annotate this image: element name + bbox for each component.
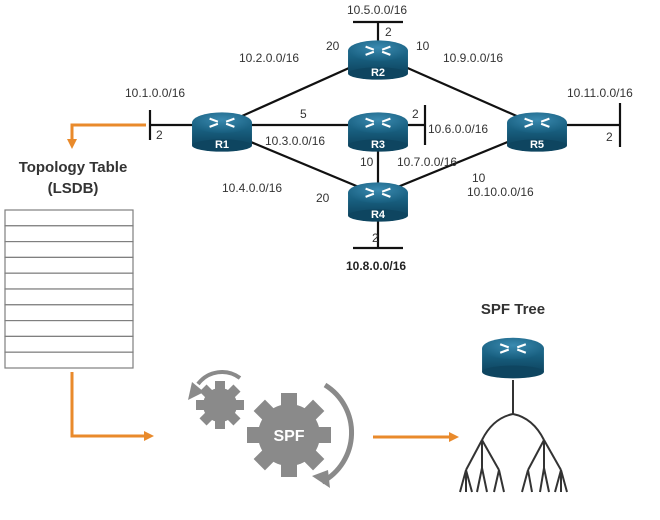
net-10-7: 10.7.0.0/16: [397, 155, 457, 169]
lsdb-rows: [4, 209, 134, 369]
net-10-3: 10.3.0.0/16: [265, 134, 325, 148]
small-gear-arrowhead-icon: [188, 382, 204, 400]
lsdb-row: [4, 209, 134, 227]
net-10-9: 10.9.0.0/16: [443, 51, 503, 65]
network-labels: 10.5.0.0/16 10.2.0.0/16 10.9.0.0/16 10.1…: [125, 3, 633, 273]
cost-r2-r5: 10: [416, 39, 430, 53]
spf-gears: SPF: [188, 370, 355, 488]
router-r1: R1: [191, 111, 253, 152]
small-gear-rotation-arc: [196, 370, 242, 386]
cost-r3-right: 2: [412, 107, 419, 121]
cost-r4-bottom: 2: [372, 231, 379, 245]
spf-tree: SPF Tree: [459, 301, 568, 493]
big-gear-arrowhead-icon: [312, 470, 330, 488]
lsdb-to-spf-arrow: [70, 372, 154, 441]
lsdb-row: [4, 272, 134, 290]
cost-r1-r3: 5: [300, 107, 307, 121]
cost-r1-left: 2: [156, 128, 163, 142]
lsdb-row: [4, 241, 134, 259]
spf-gear-label: SPF: [273, 428, 304, 445]
net-10-10: 10.10.0.0/16: [467, 185, 534, 199]
spf-gear-icon: SPF: [247, 393, 331, 477]
small-gear-icon: [196, 381, 244, 429]
router-r4: R4: [347, 181, 409, 222]
lsdb-input-arrow: [67, 123, 146, 149]
net-10-8: 10.8.0.0/16: [346, 259, 406, 273]
lsdb-row: [4, 256, 134, 274]
cost-r1-r4: 20: [316, 191, 330, 205]
net-10-6: 10.6.0.0/16: [428, 122, 488, 136]
router-r5: R5: [506, 111, 568, 152]
router-r1-label: R1: [215, 139, 229, 151]
lsdb-row: [4, 335, 134, 353]
topology-table-title: Topology Table: [19, 159, 128, 176]
router-r3-label: R3: [371, 139, 385, 151]
router-r2-label: R2: [371, 67, 385, 79]
lsdb-row: [4, 304, 134, 322]
cost-r3-r4: 10: [360, 155, 374, 169]
big-gear-rotation-arc: [320, 382, 355, 485]
net-10-5: 10.5.0.0/16: [347, 3, 407, 17]
net-10-2: 10.2.0.0/16: [239, 51, 299, 65]
cost-r2-top: 2: [385, 25, 392, 39]
cost-r4-r5: 10: [472, 171, 486, 185]
lsdb-row: [4, 288, 134, 306]
router-r4-label: R4: [371, 209, 386, 221]
router-r2: R2: [347, 39, 409, 80]
link-costs: 2 20 10 5 2 2 2 10 10 20 2: [156, 25, 613, 245]
cost-r1-r2: 20: [326, 39, 340, 53]
spf-tree-title: SPF Tree: [481, 301, 545, 318]
net-10-11: 10.11.0.0/16: [567, 86, 633, 100]
net-10-4: 10.4.0.0/16: [222, 181, 282, 195]
cost-r5-right: 2: [606, 130, 613, 144]
net-10-1: 10.1.0.0/16: [125, 86, 185, 100]
router-r5-label: R5: [530, 139, 544, 151]
lsdb-row: [4, 320, 134, 338]
spf-tree-router-icon: [481, 336, 545, 379]
lsdb-row: [4, 225, 134, 243]
spf-tree-branches-icon: [459, 380, 568, 493]
router-r3: R3: [347, 111, 409, 152]
lsdb-row: [4, 351, 134, 369]
topology-table: Topology Table (LSDB): [4, 159, 134, 369]
topology-table-subtitle: (LSDB): [48, 180, 99, 197]
